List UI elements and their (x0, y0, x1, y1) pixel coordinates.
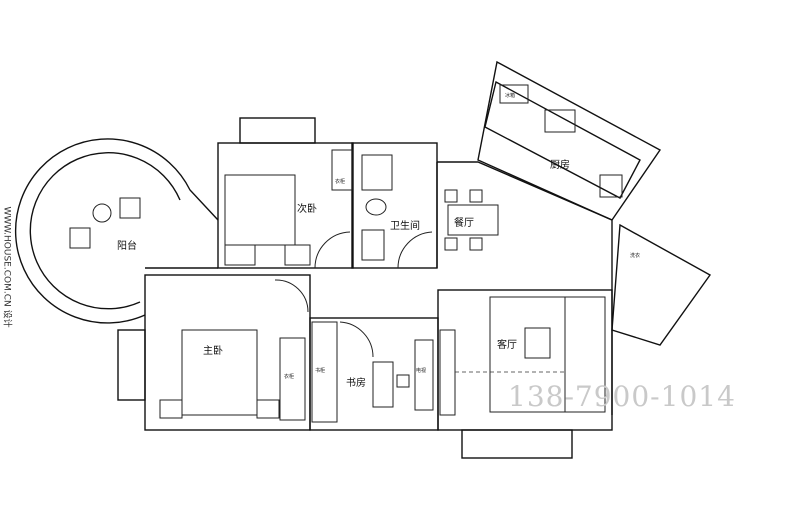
balcony-pillar (117, 329, 146, 401)
master-nightstand-2 (256, 399, 280, 419)
room-label-bathroom: 卫生间 (390, 219, 420, 232)
fixture-label-fridge: 冰箱 (505, 92, 515, 99)
bathroom-wall (351, 142, 438, 269)
fixture-label-washer: 洗衣 (630, 252, 640, 259)
bathroom-shower (361, 154, 393, 191)
fixture-label-wardrobe-1: 衣柜 (284, 373, 294, 380)
dining-chair-1 (444, 189, 458, 203)
balcony-chair-2 (69, 227, 91, 249)
right-annex (611, 223, 712, 346)
study-wall (309, 317, 439, 431)
balcony-wall (14, 138, 219, 324)
master-nightstand-1 (159, 399, 183, 419)
side-watermark: WWW.HOUSE.COM.CN 设计 (1, 206, 12, 328)
balcony-chair-1 (119, 197, 141, 219)
room-label-study: 书房 (346, 376, 366, 389)
dining-chair-2 (469, 189, 483, 203)
kitchen-wall (477, 60, 662, 221)
second-bed-nightstand (284, 244, 311, 266)
tv-cabinet (439, 329, 456, 416)
balcony-table (92, 203, 112, 223)
phone-watermark: 138-7900-1014 (508, 380, 736, 413)
dining-table (447, 204, 499, 236)
study-door (339, 321, 374, 358)
dining-chair-3 (444, 237, 458, 251)
room-label-dining: 餐厅 (454, 216, 474, 229)
study-chair (396, 374, 410, 388)
dining-wall (437, 161, 613, 415)
kitchen-counter (484, 80, 641, 199)
study-cabinet (414, 339, 434, 411)
second-bed (224, 174, 296, 246)
living-sofa (564, 296, 606, 413)
second-bed-nightstand-2 (224, 244, 256, 266)
room-label-balcony: 阳台 (117, 239, 137, 252)
study-desk (372, 361, 394, 408)
fixture-label-tv: 电视 (416, 367, 426, 374)
living-bay (461, 429, 573, 459)
second-bedroom-niche (239, 117, 316, 144)
room-label-master-bedroom: 主卧 (203, 344, 223, 357)
master-bedroom-wall (144, 274, 311, 431)
balcony-inner (29, 152, 181, 310)
master-wardrobe (279, 337, 306, 421)
dining-chair-4 (469, 237, 483, 251)
study-bookcase (311, 321, 338, 423)
coffee-table (524, 327, 551, 359)
fixture-label-wardrobe-2: 衣柜 (335, 178, 345, 185)
room-label-kitchen: 厨房 (550, 158, 570, 171)
kitchen-fridge (499, 84, 529, 104)
toilet (365, 198, 387, 216)
room-label-living: 客厅 (497, 338, 517, 351)
kitchen-stove (599, 174, 623, 198)
fixture-label-bookcase: 书柜 (315, 367, 325, 374)
second-wardrobe (331, 149, 353, 191)
bathtub (361, 229, 385, 261)
room-label-second-bedroom: 次卧 (297, 202, 317, 215)
kitchen-sink (544, 109, 576, 133)
master-bed (181, 329, 258, 416)
master-bedroom-door (274, 279, 309, 313)
bathroom-door (397, 231, 433, 269)
second-bedroom-door (314, 231, 351, 269)
